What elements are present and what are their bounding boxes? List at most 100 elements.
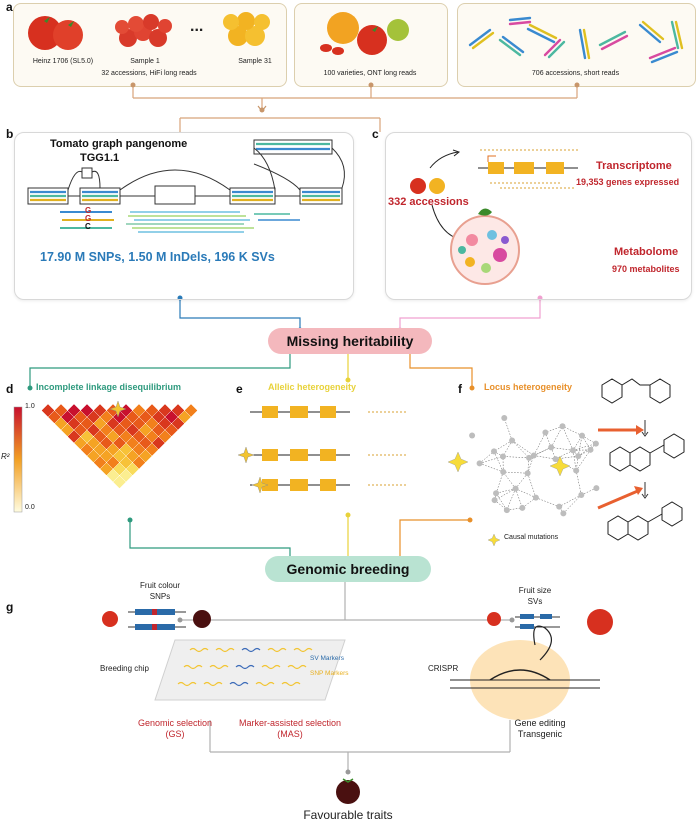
ld-colour-scale xyxy=(13,406,23,513)
network-node xyxy=(570,447,577,454)
network-edge xyxy=(575,470,582,496)
network-edge xyxy=(493,451,504,473)
network-node xyxy=(503,507,510,514)
network-edge xyxy=(527,455,535,474)
network-node xyxy=(476,460,483,467)
pangenome-title: Tomato graph pangenome xyxy=(50,138,188,150)
sample1-tomatoes-icon xyxy=(115,14,172,47)
exon-block xyxy=(290,449,308,461)
snp-letter-3: C xyxy=(85,222,91,231)
snp-letter-1: G xyxy=(85,206,92,215)
network-edge xyxy=(562,425,583,436)
heinz-label: Heinz 1706 (SL5.0) xyxy=(32,58,94,65)
network-edge xyxy=(479,456,504,464)
mas-label-1: Marker-assisted selection xyxy=(238,718,342,728)
network-node xyxy=(500,453,507,460)
breeding-chip-icon xyxy=(154,639,346,701)
network-edge xyxy=(479,463,504,473)
network-edge xyxy=(511,440,534,456)
network-edge xyxy=(578,449,591,457)
ont-caption: 100 varieties, ONT long reads xyxy=(323,70,417,77)
network-edge xyxy=(533,447,552,456)
locus-network xyxy=(447,415,600,547)
gene-editing-label: Gene editing xyxy=(514,718,566,728)
causal-star-icon xyxy=(237,446,255,464)
panel-c-graphics xyxy=(410,149,580,285)
network-node xyxy=(559,423,566,430)
pangenome-graph-icon xyxy=(27,139,345,233)
network-node xyxy=(575,453,582,460)
network-node xyxy=(490,448,497,455)
gs-label-1: Genomic selection xyxy=(137,718,213,728)
chip-marker xyxy=(293,647,313,653)
exon-block xyxy=(290,479,308,491)
metabolome-title: Metabolome xyxy=(614,246,679,258)
network-edge xyxy=(503,471,516,489)
panel-letter-f: f xyxy=(458,382,462,396)
missing-heritability-pill: Missing heritability xyxy=(268,328,432,354)
chip-marker xyxy=(229,681,249,687)
causal-star-icon xyxy=(447,451,469,473)
network-edge xyxy=(495,488,516,494)
scale-max: 1.0 xyxy=(25,403,35,410)
network-edge xyxy=(515,488,523,508)
network-node xyxy=(548,444,555,451)
network-edge xyxy=(503,471,528,474)
network-edge xyxy=(515,488,537,498)
exon-block xyxy=(262,449,278,461)
pangenome-box xyxy=(14,132,354,300)
exon-block xyxy=(262,479,278,491)
exon-block xyxy=(320,449,336,461)
network-edge xyxy=(533,432,546,456)
network-node xyxy=(587,446,594,453)
chip-marker xyxy=(261,664,281,670)
panel-letter-a: a xyxy=(6,0,13,14)
breeding-chip-label: Breeding chip xyxy=(100,664,149,673)
chip-marker xyxy=(267,647,287,653)
chip-marker xyxy=(281,681,301,687)
fruit-size-label: Fruit size xyxy=(518,586,552,595)
network-edge xyxy=(533,455,556,460)
allelic-title: Allelic heterogeneity xyxy=(268,382,357,392)
chip-marker xyxy=(241,647,261,653)
network-edge xyxy=(515,473,528,489)
network-edge xyxy=(559,494,582,507)
network-node xyxy=(592,440,599,447)
network-node xyxy=(552,456,559,463)
transgenic-label: Transgenic xyxy=(517,729,563,739)
ld-heatmap xyxy=(41,400,198,489)
network-node xyxy=(578,491,585,498)
hifi-caption: 32 accessions, HiFi long reads xyxy=(101,70,197,77)
chip-marker xyxy=(235,664,255,670)
crispr-icon xyxy=(450,625,600,720)
panel-letter-b: b xyxy=(6,127,14,141)
metabolome-sub: 970 metabolites xyxy=(612,264,680,274)
omics-box xyxy=(385,132,692,300)
network-edge xyxy=(555,458,577,471)
chip-marker xyxy=(203,681,223,687)
favourable-tomato-icon xyxy=(336,778,360,804)
ld-title: Incomplete linkage disequilibrium xyxy=(36,382,182,392)
chip-marker xyxy=(209,664,229,670)
exon-block xyxy=(262,406,278,418)
network-edge xyxy=(555,450,574,460)
network-edge xyxy=(502,440,513,457)
panel-letter-g: g xyxy=(6,600,14,614)
network-edge xyxy=(535,497,560,507)
network-edge xyxy=(577,435,583,457)
network-edge xyxy=(504,417,513,441)
chip-marker xyxy=(215,647,235,653)
network-edge xyxy=(551,447,574,451)
exon-block xyxy=(320,479,336,491)
network-edge xyxy=(479,451,495,464)
network-edge xyxy=(502,456,530,459)
gs-label-2: (GS) xyxy=(165,729,185,739)
network-edge xyxy=(578,443,597,457)
ont-varieties-icon xyxy=(320,12,409,55)
sample1-label: Sample 1 xyxy=(130,58,160,65)
network-edge xyxy=(495,471,504,494)
chip-marker xyxy=(255,681,275,687)
network-edge xyxy=(494,488,516,501)
favourable-traits-label: Favourable traits xyxy=(303,808,393,822)
